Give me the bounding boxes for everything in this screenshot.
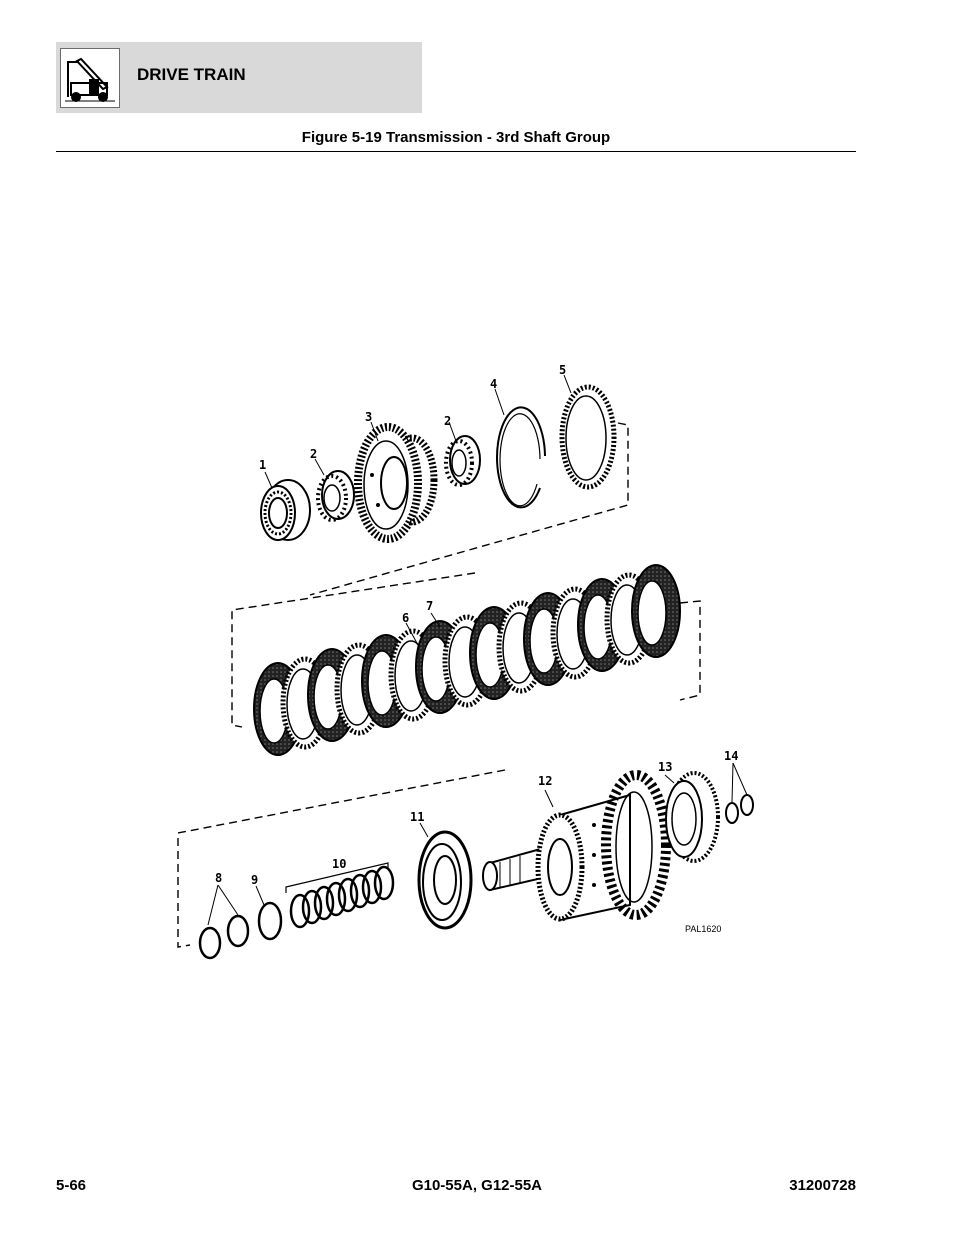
bearing-part-1 bbox=[260, 479, 311, 541]
callout-9: 9 bbox=[251, 873, 258, 887]
clutch-plate-stack bbox=[253, 564, 681, 756]
washer-part-9 bbox=[257, 901, 283, 941]
gear-part-3 bbox=[354, 423, 438, 543]
figure-title: Figure 5-19 Transmission - 3rd Shaft Gro… bbox=[301, 129, 611, 146]
springs-part-10 bbox=[285, 862, 395, 929]
document-number: 31200728 bbox=[789, 1177, 856, 1194]
snap-rings-part-14 bbox=[725, 794, 754, 824]
snap-ring-part-4 bbox=[496, 406, 546, 509]
section-title: DRIVE TRAIN bbox=[137, 65, 246, 84]
piston-part-11 bbox=[417, 830, 473, 930]
group-boundary-bottom bbox=[177, 769, 506, 948]
callout-1: 1 bbox=[259, 458, 266, 472]
callout-2: 2 bbox=[310, 447, 317, 461]
callout-2b: 2 bbox=[444, 414, 451, 428]
callout-4: 4 bbox=[490, 377, 497, 391]
callout-12: 12 bbox=[538, 774, 552, 788]
plate-part-5 bbox=[559, 384, 617, 490]
callout-11: 11 bbox=[410, 810, 424, 824]
callout-13: 13 bbox=[658, 760, 672, 774]
group-boundary-top bbox=[309, 422, 629, 596]
callout-6: 6 bbox=[402, 611, 409, 625]
callout-8: 8 bbox=[215, 871, 222, 885]
snap-rings-part-8 bbox=[198, 914, 250, 960]
shaft-drum-part-12 bbox=[482, 770, 671, 922]
exploded-parts-diagram: 1 2 3 2 4 5 6 7 8 9 10 11 12 13 14 PAL16… bbox=[160, 355, 800, 965]
figure-reference: PAL1620 bbox=[685, 924, 721, 934]
roller-bearing-part-2b bbox=[444, 435, 481, 487]
group-boundary-middle bbox=[231, 572, 701, 728]
callout-14: 14 bbox=[724, 749, 738, 763]
callout-3: 3 bbox=[365, 410, 372, 424]
header-rule bbox=[56, 151, 856, 152]
bearing-part-13 bbox=[665, 771, 720, 863]
page-number: 5-66 bbox=[56, 1177, 87, 1194]
telehandler-logo-icon bbox=[60, 48, 120, 108]
callout-10: 10 bbox=[332, 857, 346, 871]
callout-5: 5 bbox=[559, 363, 566, 377]
callout-7: 7 bbox=[426, 599, 433, 613]
leader-lines bbox=[207, 374, 748, 926]
model-numbers: G10-55A, G12-55A bbox=[411, 1177, 543, 1194]
roller-bearing-part-2 bbox=[316, 470, 355, 522]
